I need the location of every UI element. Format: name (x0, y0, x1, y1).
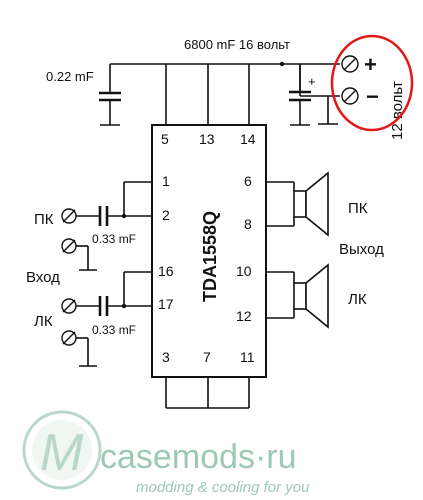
pin-label: 11 (240, 349, 255, 365)
logo-letter: M (40, 424, 84, 482)
pin-label: 6 (244, 173, 252, 189)
input-channel-2-label: ЛК (34, 313, 53, 330)
pin-label: 8 (244, 216, 252, 232)
pin-label: 14 (240, 131, 256, 147)
output-channel-2-label: ЛК (348, 291, 367, 308)
electrolytic-capacitor (289, 64, 311, 126)
decoupling-cap-label: 0.22 mF (46, 69, 94, 84)
decoupling-capacitor (99, 64, 121, 126)
output-channel-1-label: ПК (348, 200, 368, 217)
input-channel-1-label: ПК (34, 211, 54, 228)
speaker-2-icon (293, 263, 329, 329)
junction-dot (121, 213, 127, 219)
pin-label: 1 (162, 173, 170, 189)
coupling-cap-1-label: 0.33 mF (92, 232, 136, 246)
casemods-logo: M (22, 410, 102, 490)
ic-body (151, 124, 267, 378)
pin-label: 7 (203, 349, 211, 365)
pin-label: 12 (236, 308, 252, 324)
plus-symbol: + (364, 52, 377, 77)
output-1-wiring (266, 181, 295, 227)
ic-name: TDA1558Q (200, 211, 220, 302)
speaker-1-icon (293, 171, 329, 237)
pin-label: 10 (236, 263, 252, 279)
coupling-cap-2-label: 0.33 mF (92, 323, 136, 337)
pin-label: 17 (158, 296, 174, 312)
capacitor-plus-mark: + (308, 74, 316, 89)
input-2-terminal (61, 298, 77, 346)
power-rail (110, 63, 340, 125)
watermark-site: casemods·ru (100, 438, 297, 476)
pin-label: 13 (199, 131, 215, 147)
input-1-wiring (76, 181, 152, 271)
watermark-tagline: modding & cooling for you (136, 479, 310, 496)
ground-bus (165, 377, 250, 409)
main-capacitor-label: 6800 mF 16 вольт (184, 37, 290, 52)
highlight-circle (330, 34, 414, 132)
pin-label: 5 (161, 131, 169, 147)
input-label: Вход (26, 269, 60, 286)
output-label: Выход (339, 241, 384, 258)
input-2-wiring (76, 271, 152, 367)
pin-label: 3 (162, 349, 170, 365)
minus-terminal (341, 87, 359, 105)
pin-label: 2 (162, 207, 170, 223)
junction-dot (121, 303, 127, 309)
voltage-label: 12 вольт (389, 81, 406, 140)
input-1-terminal (61, 208, 77, 254)
plus-terminal (341, 55, 359, 73)
junction-dot (279, 61, 285, 67)
minus-symbol: − (366, 84, 379, 109)
output-2-wiring (266, 271, 295, 319)
pin-label: 16 (158, 263, 174, 279)
